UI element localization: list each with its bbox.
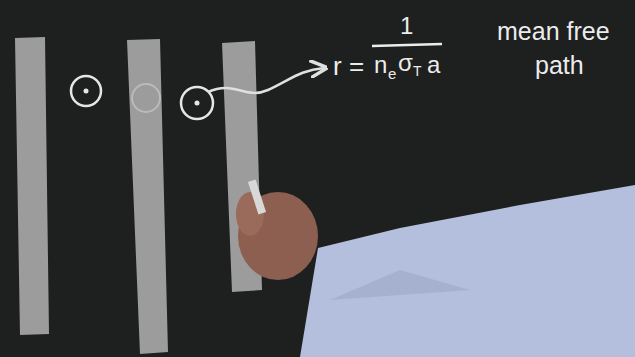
chalk-label: r = [333,52,364,81]
sleeve [300,185,635,357]
chalk-label: T [413,64,422,79]
chalk-piece [248,180,266,215]
particle-circle [71,76,101,106]
chalk-label: mean free [497,18,610,46]
chalk-label: a [427,52,440,78]
chalk-label: e [388,66,396,83]
sleeve-fold [330,270,470,300]
chalk-label: σ [398,50,413,76]
particle-dot [195,101,200,106]
fraction-bar [372,44,442,46]
chalk-label: path [535,52,584,80]
particle-circle [132,84,160,112]
chalk-label: 1 [400,13,413,39]
chalk-strip [15,37,49,335]
arrow-curve [208,68,324,93]
particle-dot [84,89,89,94]
chalk-strip [127,39,168,354]
chalk-label: n [374,52,387,78]
